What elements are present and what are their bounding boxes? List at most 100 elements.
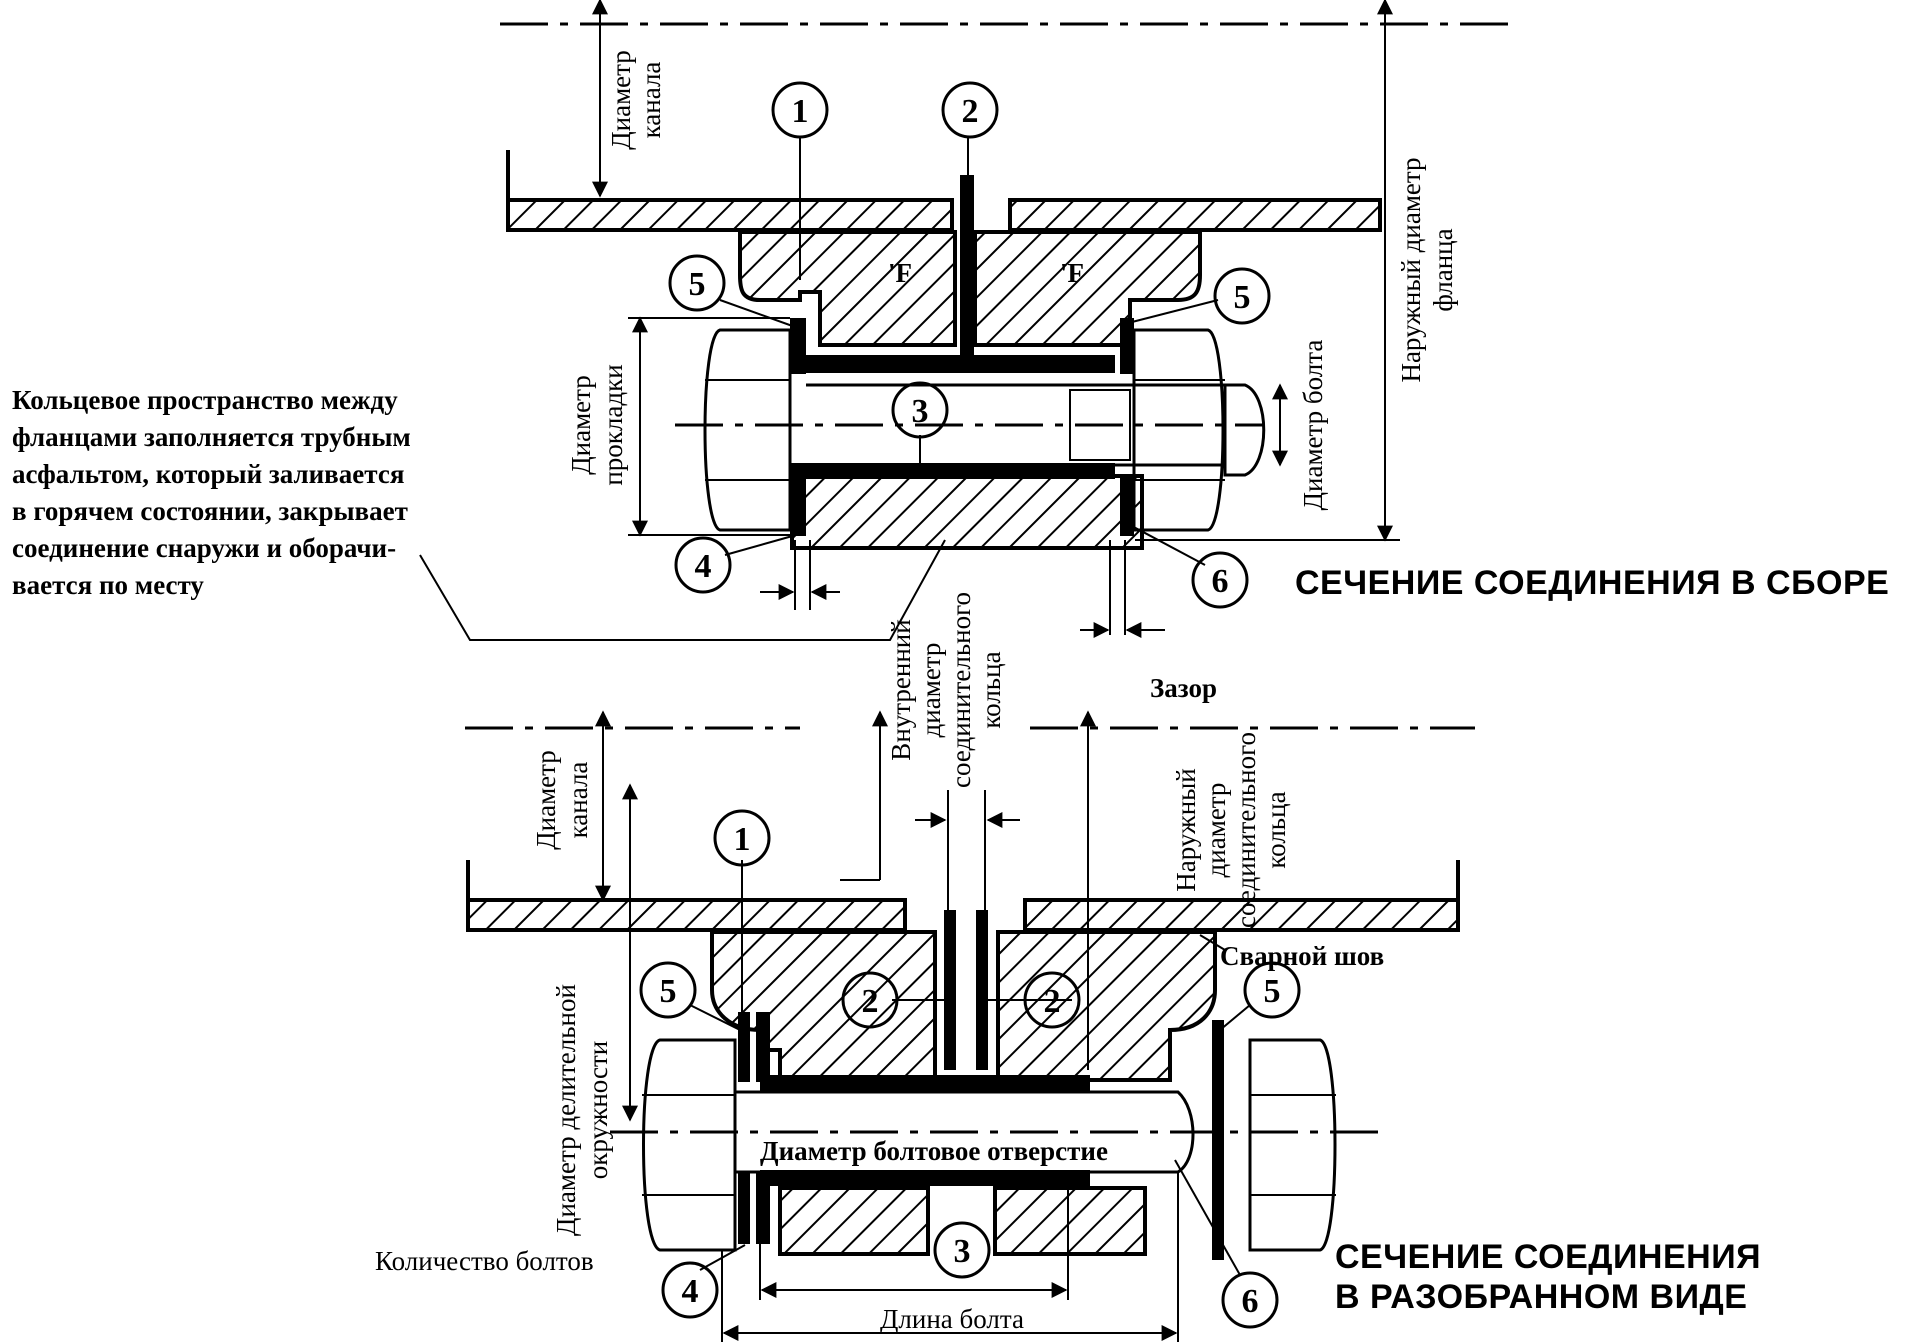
leader-6 — [1129, 524, 1206, 566]
pipe-wall-left — [466, 898, 907, 932]
washer-left-3 — [738, 1172, 750, 1244]
callout-2-left: 2 — [862, 983, 879, 1020]
svg-text:соединительного: соединительного — [1231, 732, 1261, 928]
callout-2-right: 2 — [1044, 983, 1061, 1020]
svg-text:диаметр: диаметр — [1201, 783, 1231, 878]
callout-5-right-circle — [1243, 961, 1301, 1019]
leader-4 — [724, 534, 797, 556]
leader-weld — [1199, 934, 1226, 951]
svg-text:Диаметр болта: Диаметр болта — [1298, 340, 1328, 511]
nut-left — [642, 1038, 737, 1252]
assembled-channel-diameter-label: Диаметр канала — [606, 50, 666, 150]
callout-5-right: 5 — [1234, 279, 1251, 316]
flange-right — [996, 930, 1217, 1082]
assembled-heading: СЕЧЕНИЕ СОЕДИНЕНИЯ В СБОРЕ — [1295, 564, 1889, 602]
leader-5-left — [689, 1004, 741, 1031]
svg-text:кольца: кольца — [1261, 791, 1291, 868]
svg-text:Диаметр делительной: Диаметр делительной — [551, 984, 581, 1236]
note-line: вается по месту — [12, 570, 204, 600]
leader-5-right — [1219, 1004, 1251, 1031]
marker-f-left: 'F — [888, 258, 912, 288]
callout-4-circle — [661, 1261, 719, 1319]
bolt-end — [1223, 383, 1266, 477]
callout-4: 4 — [682, 1273, 699, 1310]
pipe-wall-left — [506, 198, 954, 232]
callout-6-circle — [1191, 551, 1249, 609]
pipe-wall-right — [1008, 198, 1382, 232]
exploded-heading-line1: СЕЧЕНИЕ СОЕДИНЕНИЯ — [1335, 1238, 1761, 1276]
callout-5-left-circle — [639, 961, 697, 1019]
gap-label: Зазор — [1150, 673, 1217, 703]
nut-right — [1248, 1038, 1337, 1252]
assembled-section: 1 2 3 5 5 4 6 Диаметр канала Наружный ди… — [419, 0, 1889, 641]
note-leader — [419, 539, 946, 641]
washer-right-top — [1120, 318, 1134, 374]
svg-text:Внутренний: Внутренний — [886, 619, 916, 760]
callout-3: 3 — [954, 1233, 971, 1270]
svg-text:прокладки: прокладки — [598, 364, 628, 485]
flange-outer-diameter-label: Наружный диаметр фланца — [1396, 157, 1458, 382]
washer-left-top — [790, 318, 806, 374]
callout-6: 6 — [1212, 563, 1229, 600]
svg-text:кольца: кольца — [976, 651, 1006, 728]
callout-2-left-circle — [841, 971, 899, 1029]
svg-text:соединительного: соединительного — [946, 592, 976, 788]
washer-left-1 — [738, 1012, 750, 1082]
ring-inner-diameter-label: Внутренний диаметр соединительного кольц… — [886, 592, 1006, 788]
svg-text:Наружный: Наружный — [1171, 768, 1201, 891]
exploded-channel-diameter-label: Диаметр канала — [531, 750, 593, 850]
pitch-diameter-label: Диаметр делительной окружности — [551, 984, 613, 1236]
callout-2-circle — [941, 81, 999, 139]
callout-1-circle — [771, 81, 829, 139]
bolt-hole-label: Диаметр болтовое отверстие — [760, 1136, 1108, 1166]
callout-4: 4 — [695, 548, 712, 585]
nut-left — [703, 328, 792, 532]
ring-outer-diameter-label: Наружный диаметр соединительного кольца — [1171, 732, 1291, 928]
svg-text:диаметр: диаметр — [916, 643, 946, 738]
washer-right — [1212, 1020, 1224, 1260]
bolt-length-label: Длина болта — [880, 1304, 1024, 1334]
ring-band-bottom — [760, 1170, 1090, 1186]
note-line: асфальтом, который заливается — [12, 459, 405, 489]
asphalt-fill-note: Кольцевое пространство между фланцами за… — [12, 382, 482, 604]
ring-band-bottom — [790, 463, 1115, 479]
flange-lower-right — [993, 1186, 1147, 1256]
flange-left — [738, 230, 957, 347]
callout-6: 6 — [1242, 1283, 1259, 1320]
washer-left-bottom — [790, 478, 806, 536]
washer-right-bottom — [1120, 478, 1134, 536]
callout-5-left: 5 — [689, 266, 706, 303]
callout-1: 1 — [734, 821, 751, 858]
flange-lower-block — [790, 474, 1144, 550]
callout-1: 1 — [792, 93, 809, 130]
callout-2-right-circle — [1023, 971, 1081, 1029]
note-line: Кольцевое пространство между — [12, 385, 398, 415]
callout-3-circle — [933, 1221, 991, 1279]
weld-label: Сварной шов — [1220, 941, 1384, 971]
note-line: соединение снаружи и оборачи- — [12, 533, 397, 563]
gasket-right — [976, 910, 988, 1070]
callout-1-circle — [713, 809, 771, 867]
svg-text:канала: канала — [563, 762, 593, 839]
svg-text:Наружный диаметр: Наружный диаметр — [1396, 157, 1426, 382]
callout-3: 3 — [912, 393, 929, 430]
callout-5-left-circle — [668, 254, 726, 312]
bolt-diameter-label: Диаметр болта — [1298, 340, 1328, 511]
svg-text:окружности: окружности — [583, 1041, 613, 1179]
flange-right — [973, 230, 1202, 347]
leader-5-left — [719, 299, 799, 329]
flange-lower-left — [778, 1186, 930, 1256]
note-line: в горячем состоянии, закрывает — [12, 496, 408, 526]
gasket — [960, 175, 974, 365]
bolt-count-label: Количество болтов — [375, 1246, 594, 1276]
ring-band-top — [790, 355, 1115, 373]
leader-5-right — [1131, 299, 1219, 323]
gasket-left — [944, 910, 956, 1070]
ring-band-top — [760, 1075, 1090, 1093]
svg-text:фланца: фланца — [1428, 228, 1458, 311]
washer-left-2 — [756, 1012, 770, 1082]
callout-3-circle — [891, 381, 949, 439]
nut-right — [1132, 328, 1225, 532]
leader-4 — [699, 1244, 746, 1271]
